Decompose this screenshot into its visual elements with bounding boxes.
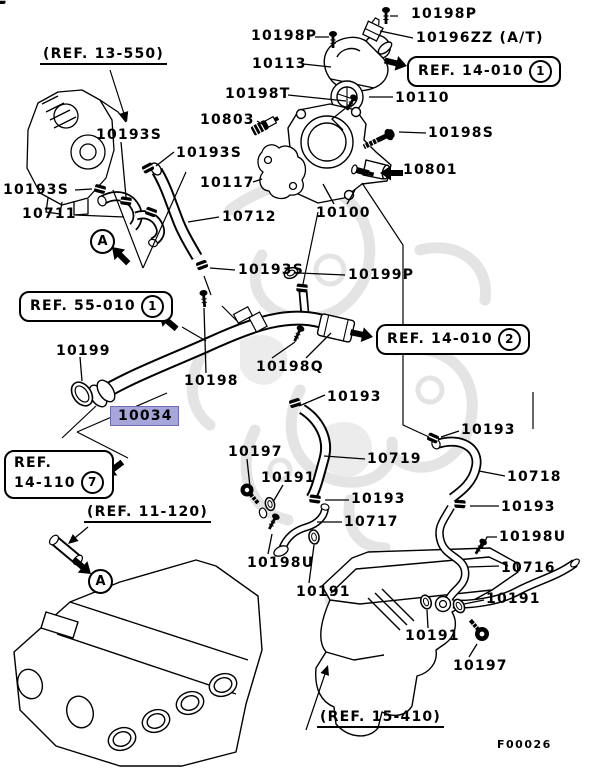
o-ring-10191-icon (419, 594, 433, 610)
o-ring-small-icon (258, 507, 268, 519)
part-label-10199: 10199 (56, 343, 111, 359)
part-label-10198q: 10198Q (256, 359, 324, 375)
hose-clamp-icon (308, 493, 322, 505)
bolt-10198p-icon (381, 6, 391, 25)
thermostat-10110-drawing (330, 80, 364, 120)
view-marker-a-bottom: A (88, 569, 113, 594)
pipe-10717-drawing (273, 503, 330, 557)
o-ring-10191-icon (264, 496, 276, 512)
part-label-10198u-2: 10198U (247, 555, 315, 571)
part-label-10198p-top: 10198P (411, 6, 478, 22)
part-label-10117: 10117 (200, 175, 255, 191)
thermostat-housing-10100-drawing (285, 103, 392, 316)
part-label-10191-3: 10191 (486, 591, 541, 607)
water-outlet-10113-drawing (323, 34, 393, 92)
hose-clamp-icon (194, 258, 210, 272)
hose-10719-drawing (298, 404, 331, 501)
part-label-10717: 10717 (344, 514, 399, 530)
part-label-10716: 10716 (501, 560, 556, 576)
ref-box-14-010-1: REF. 14-010 1 (407, 56, 561, 87)
part-label-10113: 10113 (252, 56, 307, 72)
hose-clamp-icon (92, 182, 108, 196)
part-label-10034-selected: 10034 (110, 406, 179, 426)
part-label-10803: 10803 (200, 112, 255, 128)
part-label-10100: 10100 (316, 205, 371, 221)
ref-circled-number: 1 (528, 60, 552, 83)
part-label-10711: 10711 (22, 206, 77, 222)
intake-manifold-drawing (315, 547, 519, 737)
part-label-10198p: 10198P (251, 28, 318, 44)
ref-circled-number: 1 (140, 295, 164, 318)
part-label-10191-4: 10191 (405, 628, 460, 644)
fasteners (198, 6, 489, 641)
hose-clamps (0, 0, 467, 510)
part-label-10193-3: 10193 (461, 422, 516, 438)
ref-13-550-component-drawing (26, 89, 127, 216)
view-marker-a-top: A (90, 229, 115, 254)
part-label-10193-1: 10193 (327, 389, 382, 405)
ref-box-14-110-7: REF. 14-110 7 (4, 450, 114, 500)
part-label-10198: 10198 (184, 373, 239, 389)
part-label-10712: 10712 (222, 209, 277, 225)
part-label-10198t: 10198T (225, 86, 291, 102)
sensor-10803-icon (250, 115, 280, 136)
leader-lines (74, 15, 506, 658)
ref-label-13-550: (REF. 13-550) (40, 47, 167, 65)
part-label-10198s: 10198S (428, 125, 494, 141)
part-label-10193-4: 10193 (501, 499, 556, 515)
ref-circled-number: 7 (80, 471, 104, 495)
hose-10712-drawing (150, 162, 203, 261)
figure-code: F00026 (497, 738, 552, 751)
cylinder-head-drawing (13, 559, 263, 767)
hose-10711-drawing (97, 191, 165, 248)
stud-10198-icon (198, 289, 210, 308)
ref-box-text: REF. 14-010 (387, 331, 493, 348)
part-label-10191-2: 10191 (296, 584, 351, 600)
hose-clamp-icon (453, 498, 467, 510)
part-label-10197-1: 10197 (228, 444, 283, 460)
bolt-10198q-icon (290, 323, 306, 344)
hose-clamp-icon (0, 0, 7, 5)
ref-box-14-010-2: REF. 14-010 2 (376, 324, 530, 355)
ref-circled-number: 2 (497, 328, 521, 351)
part-label-10718: 10718 (507, 469, 562, 485)
water-pipe-10034-drawing (88, 305, 356, 408)
part-label-10191-1: 10191 (261, 470, 316, 486)
part-label-10197-2: 10197 (453, 658, 508, 674)
hose-clamp-icon (119, 195, 133, 207)
clamp-10196zz-icon (361, 17, 384, 42)
fitting-10801-icon (351, 164, 375, 177)
part-label-10193s-4: 10193S (238, 262, 304, 278)
ref-label-11-120: (REF. 11-120) (84, 505, 211, 523)
part-label-10199p: 10199P (348, 267, 415, 283)
ref-box-text-line2: 14-110 (14, 474, 76, 491)
part-label-10719: 10719 (367, 451, 422, 467)
part-label-10801: 10801 (403, 162, 458, 178)
ref-box-text: REF. 55-010 (30, 298, 136, 315)
hose-clamp-icon (295, 282, 309, 294)
bolt-10198s-icon (362, 128, 395, 150)
o-ring-10191-icon (452, 598, 466, 614)
pipe-bottom-right-drawing (452, 558, 580, 609)
o-rings (70, 266, 466, 614)
part-label-10196zz: 10196ZZ (A/T) (416, 30, 544, 46)
part-label-10110: 10110 (395, 90, 450, 106)
o-ring-10199p-icon (283, 266, 299, 280)
part-label-10198u-1: 10198U (499, 529, 567, 545)
ref-box-55-010-1: REF. 55-010 1 (19, 291, 173, 322)
part-label-10193s-3: 10193S (3, 182, 69, 198)
ref-box-text: REF. 14-010 (418, 63, 524, 80)
gasket-10117-drawing (257, 144, 307, 200)
o-ring-10191-icon (308, 529, 320, 545)
pipe-10716-drawing (435, 504, 470, 602)
part-label-10193s-1: 10193S (96, 127, 162, 143)
part-label-10193-2: 10193 (351, 491, 406, 507)
ref-box-text-line1: REF. (14, 455, 52, 471)
part-label-10193s-2: 10193S (176, 145, 242, 161)
ref-label-15-410: (REF. 15-410) (317, 710, 444, 728)
bolt-10197-icon (468, 618, 489, 641)
banjo-fitting-drawing (434, 595, 452, 613)
o-ring-10199-icon (70, 381, 94, 407)
